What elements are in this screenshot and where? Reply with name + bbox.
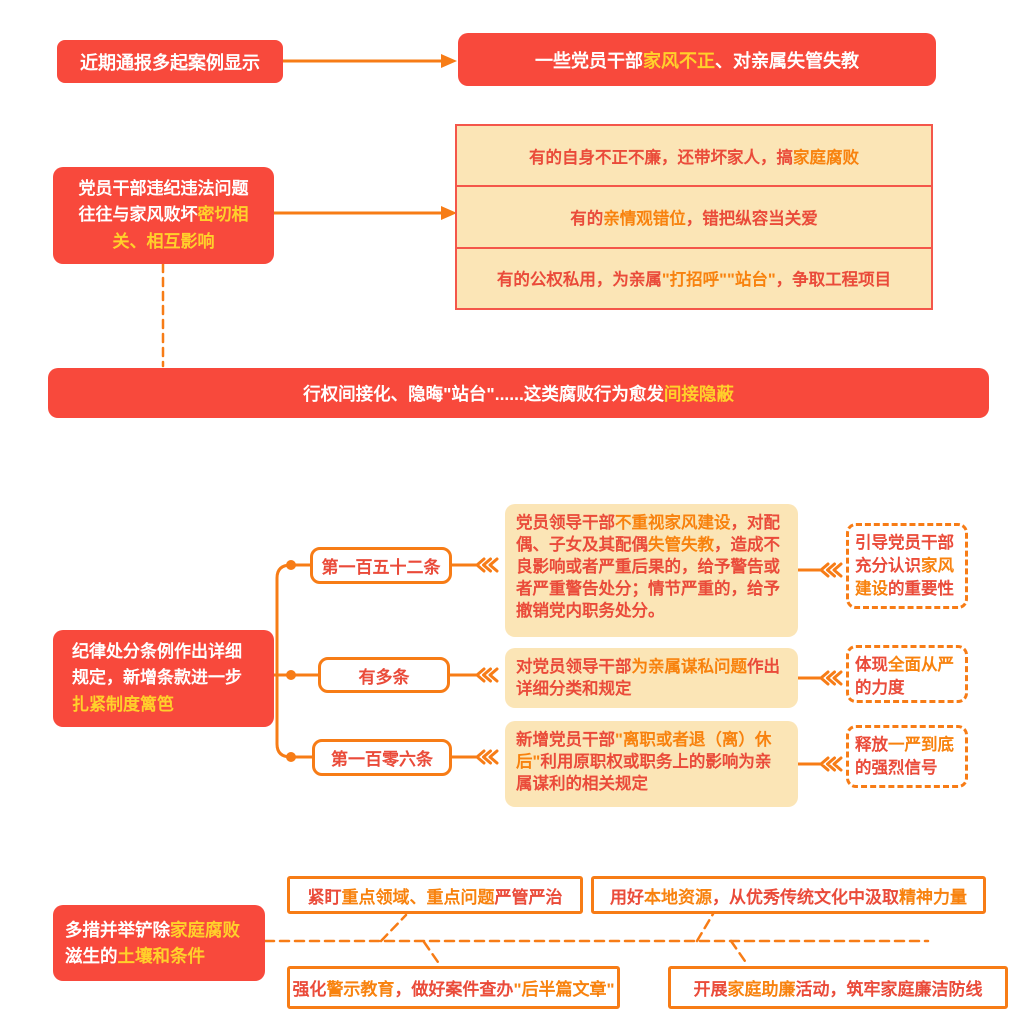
article-152-detail-text: 党员领导干部不重视家风建设，对配偶、子女及其配偶失管失教，造成不良影响或者严重后… — [516, 514, 780, 621]
example-row-text: 有的自身不正不廉，还带坏家人，搞家庭腐败 — [529, 148, 859, 167]
banner-node: 行权间接化、隐晦"站台"......这类腐败行为愈发间接隐蔽 — [48, 368, 989, 418]
measure-text-2: 用好本地资源，从优秀传统文化中汲取精神力量 — [610, 887, 967, 907]
example-row-text: 有的亲情观错位，错把纵容当关爱 — [570, 209, 818, 228]
measure-node-1: 紧盯重点领域、重点问题严管严治 — [287, 876, 583, 914]
regulation-intro-label: 纪律处分条例作出详细规定，新增条款进一步扎紧制度篱笆 — [72, 641, 242, 714]
measures-intro-label: 多措并举铲除家庭腐败滋生的土壤和条件 — [65, 919, 240, 966]
article-152-detail-panel: 党员领导干部不重视家风建设，对配偶、子女及其配偶失管失教，造成不良影响或者严重后… — [505, 504, 798, 637]
multiple-articles-node: 有多条 — [318, 657, 450, 693]
takeaway-text-2: 体现全面从严的力度 — [855, 656, 954, 697]
multiple-articles-label: 有多条 — [358, 667, 410, 687]
takeaway-panel-2: 体现全面从严的力度 — [846, 645, 968, 703]
measure-node-4: 开展家庭助廉活动，筑牢家庭廉洁防线 — [668, 966, 1008, 1009]
cause-node: 党员干部违纪违法问题往往与家风败坏密切相关、相互影响 — [53, 167, 274, 264]
branch-dot-icon — [286, 752, 296, 762]
case-result-label: 一些党员干部家风不正、对亲属失管失教 — [535, 50, 859, 71]
measures-intro-node: 多措并举铲除家庭腐败滋生的土壤和条件 — [53, 905, 265, 981]
case-result-node: 一些党员干部家风不正、对亲属失管失教 — [458, 33, 936, 86]
triple-chevron-icon — [819, 562, 843, 578]
measure-text-4: 开展家庭助廉活动，筑牢家庭廉洁防线 — [693, 980, 983, 999]
article-106-label: 第一百零六条 — [331, 750, 433, 769]
measure-text-3: 强化警示教育，做好案件查办"后半篇文章" — [292, 980, 615, 999]
branch-dot-icon — [286, 670, 296, 680]
bracket-curve — [275, 563, 293, 759]
branch-dot-icon — [286, 560, 296, 570]
dashed-branch-down-1 — [422, 940, 442, 967]
example-row: 有的自身不正不廉，还带坏家人，搞家庭腐败 — [457, 126, 931, 188]
article-106-detail-text: 新增党员干部"离职或者退（离）休后"利用原职权或职务上的影响为亲属谋利的相关规定 — [516, 731, 772, 794]
triple-chevron-icon — [819, 756, 843, 772]
triple-chevron-icon — [475, 667, 499, 683]
dashed-branch-up-1 — [379, 913, 408, 943]
takeaway-text-3: 释放一严到底的强烈信号 — [855, 736, 954, 777]
takeaway-panel-3: 释放一严到底的强烈信号 — [846, 725, 968, 788]
article-106-node: 第一百零六条 — [312, 739, 452, 776]
example-row: 有的公权私用，为亲属"打招呼""站台"，争取工程项目 — [457, 249, 931, 308]
cause-label: 党员干部违纪违法问题往往与家风败坏密切相关、相互影响 — [78, 178, 249, 251]
triple-chevron-icon — [475, 749, 499, 765]
article-152-node: 第一百五十二条 — [310, 547, 452, 584]
takeaway-text-1: 引导党员干部充分认识家风建设的重要性 — [855, 534, 954, 598]
measure-node-3: 强化警示教育，做好案件查办"后半篇文章" — [287, 966, 620, 1009]
measure-text-1: 紧盯重点领域、重点问题严管严治 — [307, 887, 563, 907]
multiple-articles-detail-text: 对党员领导干部为亲属谋私问题作出详细分类和规定 — [516, 658, 780, 699]
triple-chevron-icon — [475, 557, 499, 573]
measure-node-2: 用好本地资源，从优秀传统文化中汲取精神力量 — [591, 876, 986, 914]
dashed-branch-down-2 — [729, 939, 749, 966]
multiple-articles-detail-panel: 对党员领导干部为亲属谋私问题作出详细分类和规定 — [505, 648, 798, 708]
regulation-intro-node: 纪律处分条例作出详细规定，新增条款进一步扎紧制度篱笆 — [53, 630, 274, 727]
examples-table: 有的自身不正不廉，还带坏家人，搞家庭腐败 有的亲情观错位，错把纵容当关爱 有的公… — [455, 124, 933, 310]
case-report-node: 近期通报多起案例显示 — [57, 40, 283, 83]
article-152-label: 第一百五十二条 — [321, 558, 441, 577]
takeaway-panel-1: 引导党员干部充分认识家风建设的重要性 — [846, 523, 968, 609]
case-report-label: 近期通报多起案例显示 — [80, 52, 260, 73]
arrowhead-icon — [441, 54, 457, 68]
banner-label: 行权间接化、隐晦"站台"......这类腐败行为愈发间接隐蔽 — [303, 383, 734, 404]
dashed-branch-up-2 — [695, 912, 715, 943]
triple-chevron-icon — [819, 670, 843, 686]
example-row: 有的亲情观错位，错把纵容当关爱 — [457, 187, 931, 249]
example-row-text: 有的公权私用，为亲属"打招呼""站台"，争取工程项目 — [496, 271, 892, 290]
article-106-detail-panel: 新增党员干部"离职或者退（离）休后"利用原职权或职务上的影响为亲属谋利的相关规定 — [505, 721, 798, 807]
